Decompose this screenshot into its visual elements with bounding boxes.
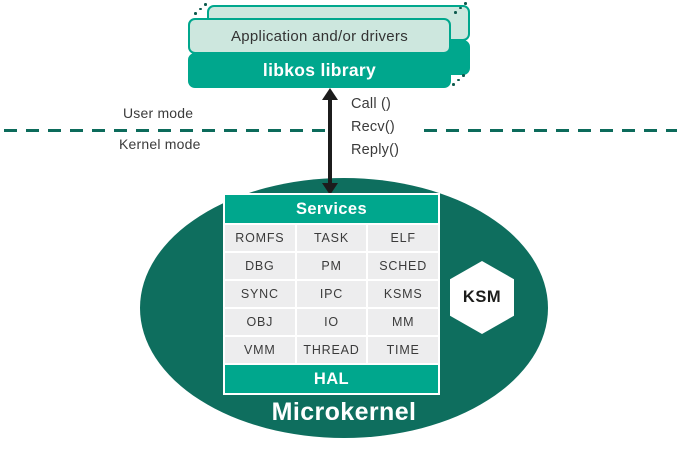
- service-cell-sync: SYNC: [225, 281, 295, 307]
- bidirectional-arrow-shaft: [328, 97, 332, 185]
- libkos-library-box: libkos library: [188, 53, 451, 88]
- services-table: Services ROMFS TASK ELF DBG PM SCHED SYN…: [223, 193, 440, 395]
- libkos-library-label: libkos library: [262, 60, 377, 80]
- ipc-recv-label: Recv(): [351, 119, 395, 135]
- services-header: Services: [225, 195, 438, 223]
- service-cell-time: TIME: [368, 337, 438, 363]
- service-cell-dbg: DBG: [225, 253, 295, 279]
- application-drivers-label: Application and/or drivers: [230, 27, 409, 45]
- kernel-mode-label: Kernel mode: [119, 136, 201, 152]
- service-cell-task: TASK: [296, 225, 367, 251]
- application-drivers-box: Application and/or drivers: [188, 18, 451, 54]
- stack-continuation-dots-icon: [454, 2, 467, 14]
- mode-boundary-dashed-line-left: [4, 129, 327, 132]
- service-cell-mm: MM: [368, 309, 438, 335]
- service-cell-pm: PM: [296, 253, 367, 279]
- service-cell-io: IO: [296, 309, 367, 335]
- bidirectional-arrow-icon: [322, 88, 338, 100]
- service-cell-thread: THREAD: [296, 337, 367, 363]
- service-cell-romfs: ROMFS: [225, 225, 295, 251]
- hal-bar: HAL: [225, 365, 438, 393]
- service-cell-ipc: IPC: [296, 281, 367, 307]
- mode-boundary-dashed-line-right: [424, 129, 677, 132]
- ipc-call-label: Call (): [351, 96, 392, 112]
- service-cell-obj: OBJ: [225, 309, 295, 335]
- service-cell-elf: ELF: [368, 225, 438, 251]
- service-cell-sched: SCHED: [368, 253, 438, 279]
- bidirectional-arrow-icon: [322, 183, 338, 195]
- microkernel-label: Microkernel: [271, 398, 417, 426]
- ksm-label: KSM: [462, 288, 502, 306]
- stack-continuation-dots-icon: [194, 3, 207, 15]
- ipc-reply-label: Reply(): [351, 142, 400, 158]
- service-cell-ksms: KSMS: [368, 281, 438, 307]
- user-mode-label: User mode: [123, 105, 194, 121]
- service-cell-vmm: VMM: [225, 337, 295, 363]
- stack-continuation-dots-icon: [452, 74, 465, 86]
